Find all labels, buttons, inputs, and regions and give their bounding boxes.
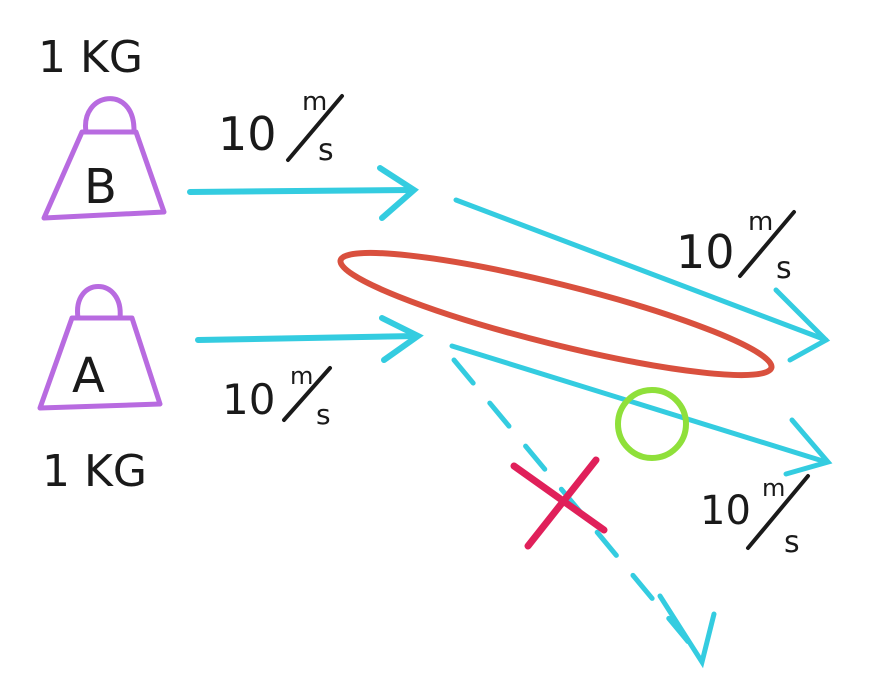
weight-a-body: [37, 315, 163, 411]
velocity-label-b-in: 10 m s: [218, 87, 344, 168]
velocity-lower-out-unit-top: m: [762, 474, 785, 502]
weight-a-letter: A: [72, 348, 105, 404]
weight-a-mass-label: 1 KG: [42, 446, 147, 497]
velocity-upper-out-slash: [738, 210, 796, 278]
velocity-a-in-unit-bottom: s: [316, 398, 331, 431]
velocity-a-in-unit-top: m: [290, 362, 313, 390]
arrow-a-incoming: [195, 315, 424, 363]
velocity-upper-out-unit-top: m: [748, 207, 773, 237]
weight-b-handle: [83, 96, 137, 135]
velocity-b-in-slash: [286, 94, 344, 162]
collision-ellipse: [337, 249, 775, 379]
velocity-b-in-unit-bottom: s: [318, 133, 334, 168]
velocity-b-in-unit-top: m: [302, 87, 327, 117]
weight-b-letter: B: [84, 159, 117, 215]
arrow-dashed-diagonal: [451, 357, 717, 669]
velocity-lower-out-number: 10: [700, 488, 751, 534]
velocity-b-in-number: 10: [218, 107, 277, 161]
weight-b: 1 KG B: [38, 32, 167, 221]
correct-circle: [615, 387, 689, 461]
velocity-lower-out-unit-bottom: s: [784, 525, 800, 560]
wrong-cross: [510, 456, 608, 550]
weight-a: A 1 KG: [37, 284, 163, 497]
velocity-upper-out-number: 10: [676, 225, 735, 279]
weight-a-handle: [75, 284, 123, 321]
velocity-upper-out-unit-bottom: s: [776, 251, 792, 286]
velocity-label-upper-out: 10 m s: [676, 207, 796, 286]
weight-b-mass-label: 1 KG: [38, 32, 143, 83]
velocity-label-a-in: 10 m s: [222, 362, 332, 431]
arrow-upper-outgoing: [453, 197, 831, 363]
arrow-b-incoming: [187, 165, 419, 221]
velocity-lower-out-slash: [746, 474, 810, 550]
arrow-lower-outgoing: [449, 343, 833, 477]
velocity-label-lower-out: 10 m s: [700, 474, 810, 560]
velocity-a-in-number: 10: [222, 375, 275, 424]
velocity-a-in-slash: [282, 366, 332, 422]
weight-b-body: [41, 129, 167, 221]
